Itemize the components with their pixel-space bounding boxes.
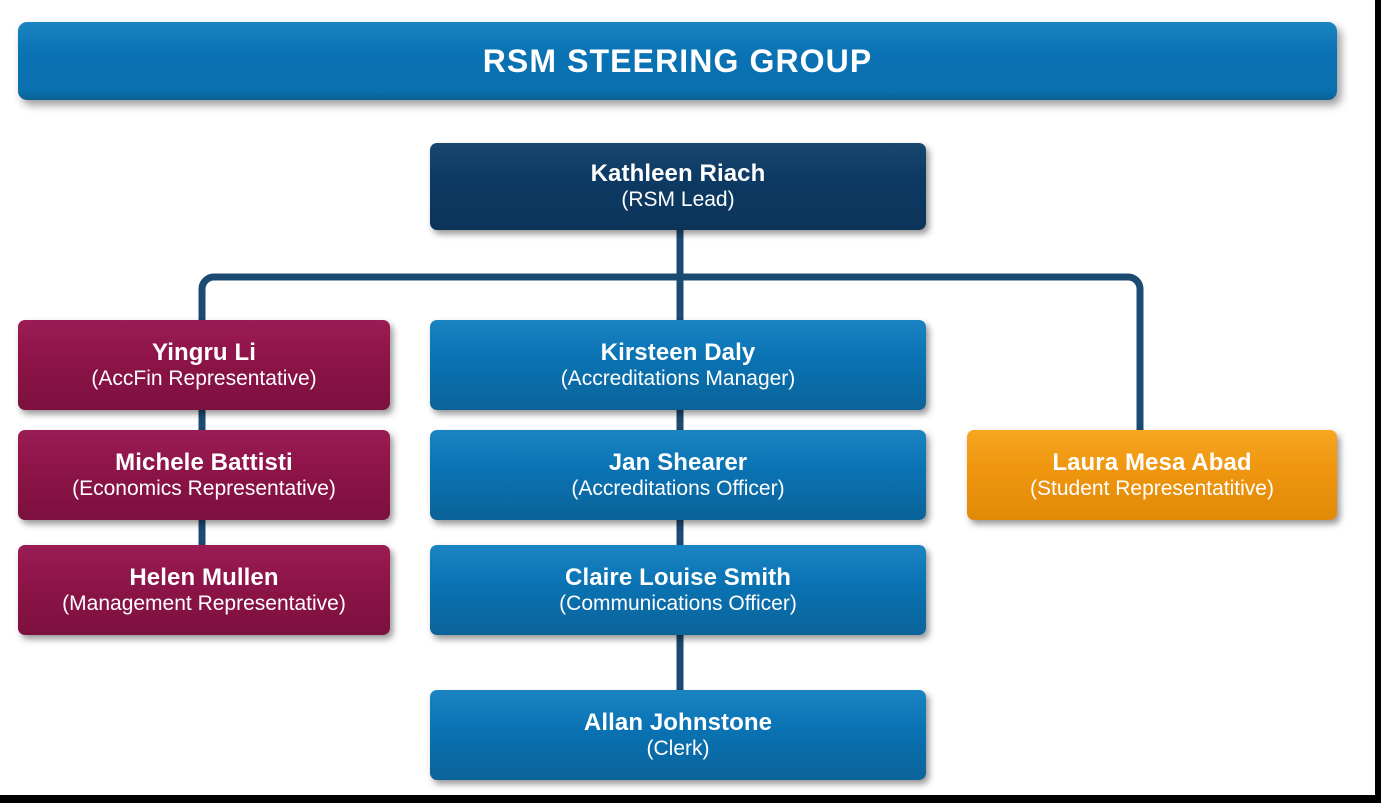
node-student-representative[interactable]: Laura Mesa Abad (Student Representatitiv… [967,430,1337,520]
node-role: (Communications Officer) [559,591,797,615]
node-role: (Accreditations Officer) [571,476,785,500]
frame-edge-right [1375,0,1381,803]
node-accreditations-officer[interactable]: Jan Shearer (Accreditations Officer) [430,430,926,520]
node-role: (RSM Lead) [621,188,735,212]
node-role: (Accreditations Manager) [560,366,796,390]
node-role: (Economics Representative) [72,476,336,500]
node-role: (AccFin Representative) [91,366,317,390]
node-clerk[interactable]: Allan Johnstone (Clerk) [430,690,926,780]
connector-bus-left [198,273,680,320]
chart-title-banner: RSM STEERING GROUP [18,22,1337,100]
node-management-representative[interactable]: Helen Mullen (Management Representative) [18,545,390,635]
node-name: Kathleen Riach [590,160,766,188]
node-name: Laura Mesa Abad [1052,448,1252,476]
node-name: Kirsteen Daly [600,338,756,366]
node-name: Michele Battisti [115,448,293,476]
node-rsm-lead[interactable]: Kathleen Riach (RSM Lead) [430,143,926,230]
chart-title-text: RSM STEERING GROUP [482,42,873,79]
node-role: (Clerk) [646,736,710,760]
node-accfin-representative[interactable]: Yingru Li (AccFin Representative) [18,320,390,410]
node-accreditations-manager[interactable]: Kirsteen Daly (Accreditations Manager) [430,320,926,410]
node-name: Helen Mullen [129,563,279,591]
node-communications-officer[interactable]: Claire Louise Smith (Communications Offi… [430,545,926,635]
node-name: Yingru Li [151,338,256,366]
node-name: Allan Johnstone [583,708,773,736]
node-name: Jan Shearer [608,448,748,476]
node-economics-representative[interactable]: Michele Battisti (Economics Representati… [18,430,390,520]
node-name: Claire Louise Smith [565,563,791,591]
node-role: (Student Representatitive) [1030,476,1274,500]
frame-edge-bottom [0,795,1381,803]
connector-bus-right [680,273,1144,432]
node-role: (Management Representative) [62,591,346,615]
